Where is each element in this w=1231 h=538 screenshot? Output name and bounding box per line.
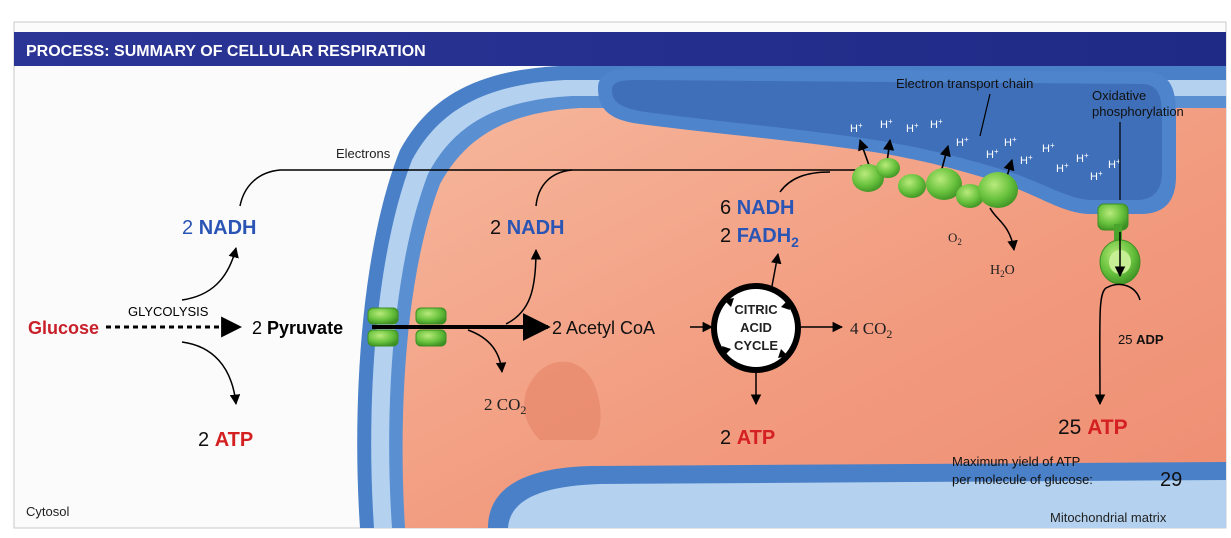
pyruvate-nadh: 2 NADH: [490, 217, 564, 239]
acetyl-coa-label: 2 Acetyl CoA: [552, 318, 655, 338]
cac-line1: CITRIC: [734, 302, 778, 317]
yield-line-2: per molecule of glucose:: [952, 472, 1093, 487]
citric-acid-cycle: CITRIC ACID CYCLE: [714, 286, 798, 370]
cac-fadh2: 2 FADH2: [720, 225, 799, 250]
pyruvate-co2: 2 CO2: [484, 395, 526, 417]
cac-line2: ACID: [740, 320, 772, 335]
oxphos-label-1: Oxidative: [1092, 88, 1146, 103]
cac-nadh: 6 NADH: [720, 197, 794, 219]
cytosol-label: Cytosol: [26, 504, 69, 519]
glucose-label: Glucose: [28, 318, 99, 338]
adp-label: 25 ADP: [1118, 332, 1164, 347]
yield-value: 29: [1160, 469, 1182, 491]
cac-line3: CYCLE: [734, 338, 778, 353]
header-title: PROCESS: SUMMARY OF CELLULAR RESPIRATION: [26, 43, 426, 60]
cac-atp: 2 ATP: [720, 427, 775, 449]
glycolysis-nadh: 2 NADH: [182, 217, 256, 239]
glycolysis-atp: 2 ATP: [198, 429, 253, 451]
oxphos-label-2: phosphorylation: [1092, 104, 1184, 119]
cac-co2: 4 CO2: [850, 319, 892, 341]
electrons-label: Electrons: [336, 146, 391, 161]
etc-label: Electron transport chain: [896, 76, 1033, 91]
yield-line-1: Maximum yield of ATP: [952, 454, 1080, 469]
oxphos-atp: 25 ATP: [1058, 416, 1128, 439]
glycolysis-label: GLYCOLYSIS: [128, 304, 209, 319]
matrix-label: Mitochondrial matrix: [1050, 510, 1167, 525]
pyruvate-label: 2 Pyruvate: [252, 318, 343, 338]
